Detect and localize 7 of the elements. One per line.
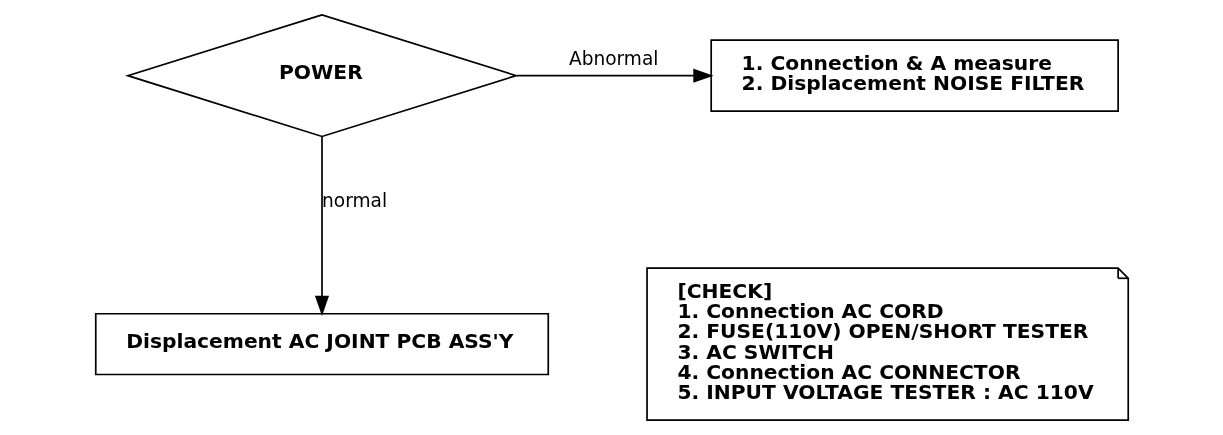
arrow <box>314 136 329 316</box>
node-diamond: POWER <box>124 14 519 138</box>
edge-label: Abnormal <box>568 48 658 70</box>
edge-label: normal <box>321 190 387 212</box>
node-box: Displacement AC JOINT PCB ASS'Y <box>94 312 549 376</box>
node-box: 1. Connection & A measure 2. Displacement NOISE FILTER <box>709 39 1119 112</box>
arrow <box>515 68 714 83</box>
